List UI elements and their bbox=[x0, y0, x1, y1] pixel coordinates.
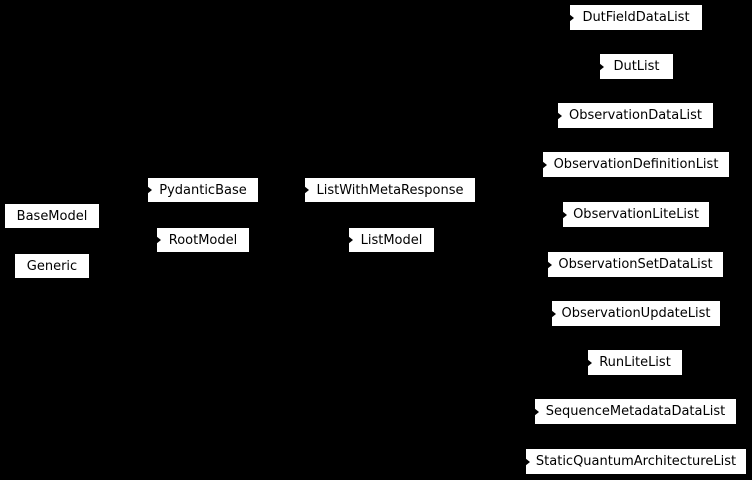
class-node-dutlist[interactable]: DutList bbox=[599, 54, 673, 79]
class-node-dutfielddatalist[interactable]: DutFieldDataList bbox=[569, 5, 702, 30]
edge-arrowhead-icon bbox=[542, 160, 547, 169]
edge-arrowhead-icon bbox=[304, 186, 309, 194]
edge-arrowhead-icon bbox=[587, 358, 592, 367]
edge-arrowhead-icon bbox=[551, 309, 556, 318]
edge-arrowhead-icon bbox=[156, 236, 161, 244]
class-name-label: ObservationSetDataList bbox=[558, 257, 713, 272]
class-name-label: ListWithMetaResponse bbox=[316, 182, 464, 198]
class-name-label: PydanticBase bbox=[159, 182, 247, 198]
class-node-observationupdatelist[interactable]: ObservationUpdateList bbox=[551, 301, 720, 326]
edge-arrowhead-icon bbox=[147, 186, 152, 194]
class-name-label: BaseModel bbox=[16, 208, 88, 224]
edge-arrowhead-icon bbox=[534, 407, 539, 416]
class-node-sequencemetadatadatalist[interactable]: SequenceMetadataDataList bbox=[534, 399, 736, 424]
class-name-label: ObservationDataList bbox=[569, 108, 702, 123]
class-name-label: RunLiteList bbox=[599, 355, 671, 370]
class-node-observationlitelist[interactable]: ObservationLiteList bbox=[562, 202, 709, 227]
class-node-staticquantumarchitecturelist[interactable]: StaticQuantumArchitectureList bbox=[525, 449, 746, 474]
class-node-rootmodel[interactable]: RootModel bbox=[156, 228, 249, 252]
edge-arrowhead-icon bbox=[569, 13, 574, 22]
class-node-runlitelist[interactable]: RunLiteList bbox=[587, 350, 682, 375]
class-name-label: SequenceMetadataDataList bbox=[545, 404, 726, 419]
class-name-label: DutFieldDataList bbox=[582, 10, 690, 25]
class-name-label: ObservationUpdateList bbox=[561, 306, 711, 321]
edge-arrowhead-icon bbox=[525, 457, 530, 466]
class-node-observationdatalist[interactable]: ObservationDataList bbox=[557, 103, 713, 128]
class-name-label: StaticQuantumArchitectureList bbox=[535, 454, 737, 469]
class-name-label: ObservationLiteList bbox=[573, 207, 699, 222]
class-node-basemodel[interactable]: BaseModel bbox=[5, 204, 99, 228]
class-node-observationdefinitionlist[interactable]: ObservationDefinitionList bbox=[542, 152, 729, 177]
edge-arrowhead-icon bbox=[599, 62, 604, 71]
edge-arrowhead-icon bbox=[557, 111, 562, 120]
class-node-pydanticbase[interactable]: PydanticBase bbox=[147, 178, 258, 202]
edge-arrowhead-icon bbox=[348, 236, 353, 244]
class-name-label: ObservationDefinitionList bbox=[553, 157, 719, 172]
class-name-label: ListModel bbox=[360, 232, 423, 248]
class-node-generic[interactable]: Generic bbox=[15, 254, 89, 278]
edge-arrowhead-icon bbox=[547, 260, 552, 269]
edge-arrowhead-icon bbox=[562, 210, 567, 219]
class-name-label: Generic bbox=[26, 258, 78, 274]
class-node-listwithmetaresponse[interactable]: ListWithMetaResponse bbox=[304, 178, 475, 202]
class-node-listmodel[interactable]: ListModel bbox=[348, 228, 434, 252]
class-name-label: RootModel bbox=[168, 232, 238, 248]
class-name-label: DutList bbox=[613, 59, 660, 74]
class-node-observationsetdatalist[interactable]: ObservationSetDataList bbox=[547, 252, 723, 277]
